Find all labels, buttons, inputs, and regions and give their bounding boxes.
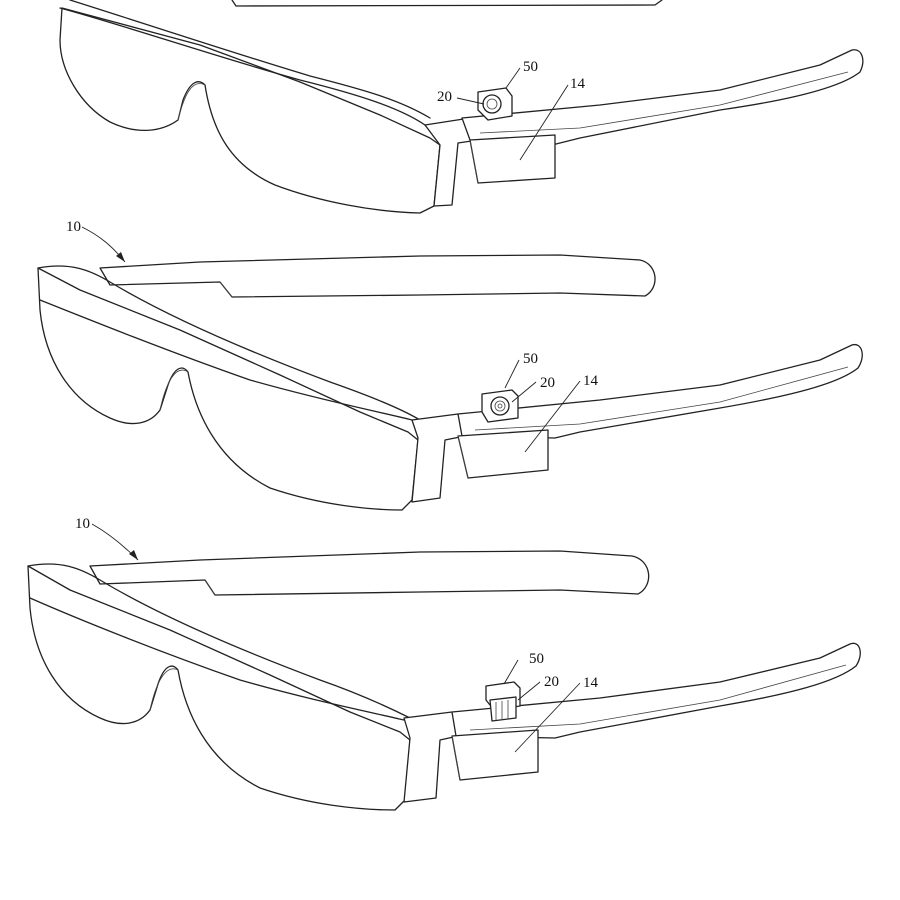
label-50-view-1: 50 — [523, 59, 538, 75]
label-10-view-2: 10 — [66, 219, 81, 235]
label-20-view-2: 20 — [540, 375, 555, 391]
label-20-view-3: 20 — [544, 674, 559, 690]
glasses-view-2: 10 50 20 14 — [37, 219, 863, 511]
arrowhead-view-2 — [116, 252, 125, 262]
label-20-view-1: 20 — [437, 89, 452, 105]
arrowhead-view-3 — [129, 550, 138, 560]
glasses-view-1: 50 20 14 — [59, 0, 864, 214]
label-10-view-3: 10 — [75, 516, 90, 532]
label-14-view-2: 14 — [583, 373, 599, 389]
label-14-view-1: 14 — [570, 76, 586, 92]
glasses-view-3: 10 50 20 14 — [27, 516, 861, 811]
label-14-view-3: 14 — [583, 675, 599, 691]
label-50-view-2: 50 — [523, 351, 538, 367]
label-50-view-3: 50 — [529, 651, 544, 667]
